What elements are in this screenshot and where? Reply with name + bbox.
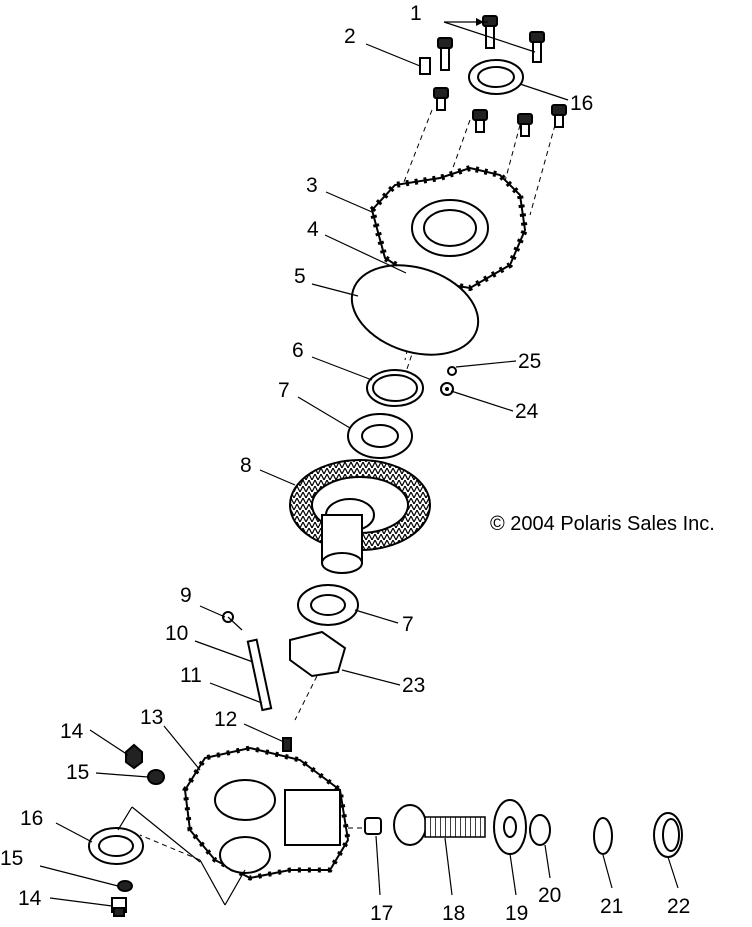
- callout-24: 24: [515, 400, 539, 423]
- seal-16-bottom: [88, 827, 144, 865]
- plug-24: [440, 382, 454, 396]
- ball-25: [447, 366, 457, 376]
- callout-15-top: 15: [66, 761, 89, 784]
- bolt-1d: [472, 109, 488, 133]
- callout-17: 17: [370, 902, 393, 925]
- washer-15-bottom: [117, 880, 133, 892]
- callout-22: 22: [667, 895, 690, 918]
- callout-labels: 1 2 16 3 4 5 6 25 7 24 8 9 7 10 11 23 13…: [0, 2, 715, 925]
- bearing-7-top: [347, 413, 413, 459]
- callout-3: 3: [306, 174, 318, 197]
- ring-gear-8: [289, 459, 431, 574]
- pin-12: [282, 737, 292, 752]
- bolt-1a: [482, 15, 498, 49]
- callout-2: 2: [344, 25, 356, 48]
- callout-14-top: 14: [60, 720, 84, 743]
- bearing-7-bottom: [297, 584, 359, 626]
- bolt-14-bottom: [111, 897, 127, 917]
- callout-1: 1: [410, 2, 422, 25]
- callout-13: 13: [140, 706, 163, 729]
- callout-6: 6: [292, 339, 304, 362]
- bearing-17: [364, 817, 382, 835]
- gear-case-housing-13: [182, 745, 351, 881]
- o-ring-5: [350, 264, 480, 356]
- callout-5: 5: [294, 265, 306, 288]
- arrowhead-1: [476, 18, 484, 26]
- callout-23: 23: [402, 674, 425, 697]
- callout-11: 11: [180, 664, 202, 687]
- callout-12: 12: [214, 708, 237, 731]
- bolt-1c: [433, 87, 449, 111]
- bolt-1b: [529, 31, 545, 63]
- shim-6: [366, 369, 424, 407]
- callout-20: 20: [538, 884, 561, 907]
- vent-fitting-9: [222, 611, 243, 631]
- vent-tube-10: [246, 638, 273, 712]
- washer-15-top: [147, 769, 165, 785]
- callout-15-bottom: 15: [0, 847, 23, 870]
- callout-4: 4: [307, 218, 319, 241]
- callout-19: 19: [505, 902, 528, 925]
- callout-16-top: 16: [570, 92, 593, 115]
- bearing-19: [493, 799, 527, 855]
- pinion-shaft-18: [393, 804, 486, 846]
- leader-lines: [39, 21, 679, 907]
- callout-7-top: 7: [278, 379, 290, 402]
- callout-16-bottom: 16: [20, 807, 43, 830]
- gear-case-cover-3: [368, 164, 529, 292]
- nut-14-top: [125, 743, 143, 770]
- callout-14-bottom: 14: [18, 887, 42, 910]
- bolt-1f: [551, 104, 567, 128]
- gasket-23: [289, 630, 347, 678]
- callout-9: 9: [180, 584, 192, 607]
- seal-16-top: [468, 59, 524, 95]
- callout-8: 8: [240, 454, 252, 477]
- callout-18: 18: [442, 902, 465, 925]
- callout-10: 10: [165, 622, 188, 645]
- seal-22: [653, 812, 683, 858]
- o-ring-21: [593, 817, 613, 855]
- bolt-2: [419, 37, 453, 75]
- ring-20: [529, 814, 551, 846]
- bolt-1e: [517, 113, 533, 137]
- callout-7-bottom: 7: [402, 613, 414, 636]
- callout-25: 25: [518, 350, 541, 373]
- callout-21: 21: [600, 895, 623, 918]
- copyright-notice: © 2004 Polaris Sales Inc.: [490, 513, 715, 535]
